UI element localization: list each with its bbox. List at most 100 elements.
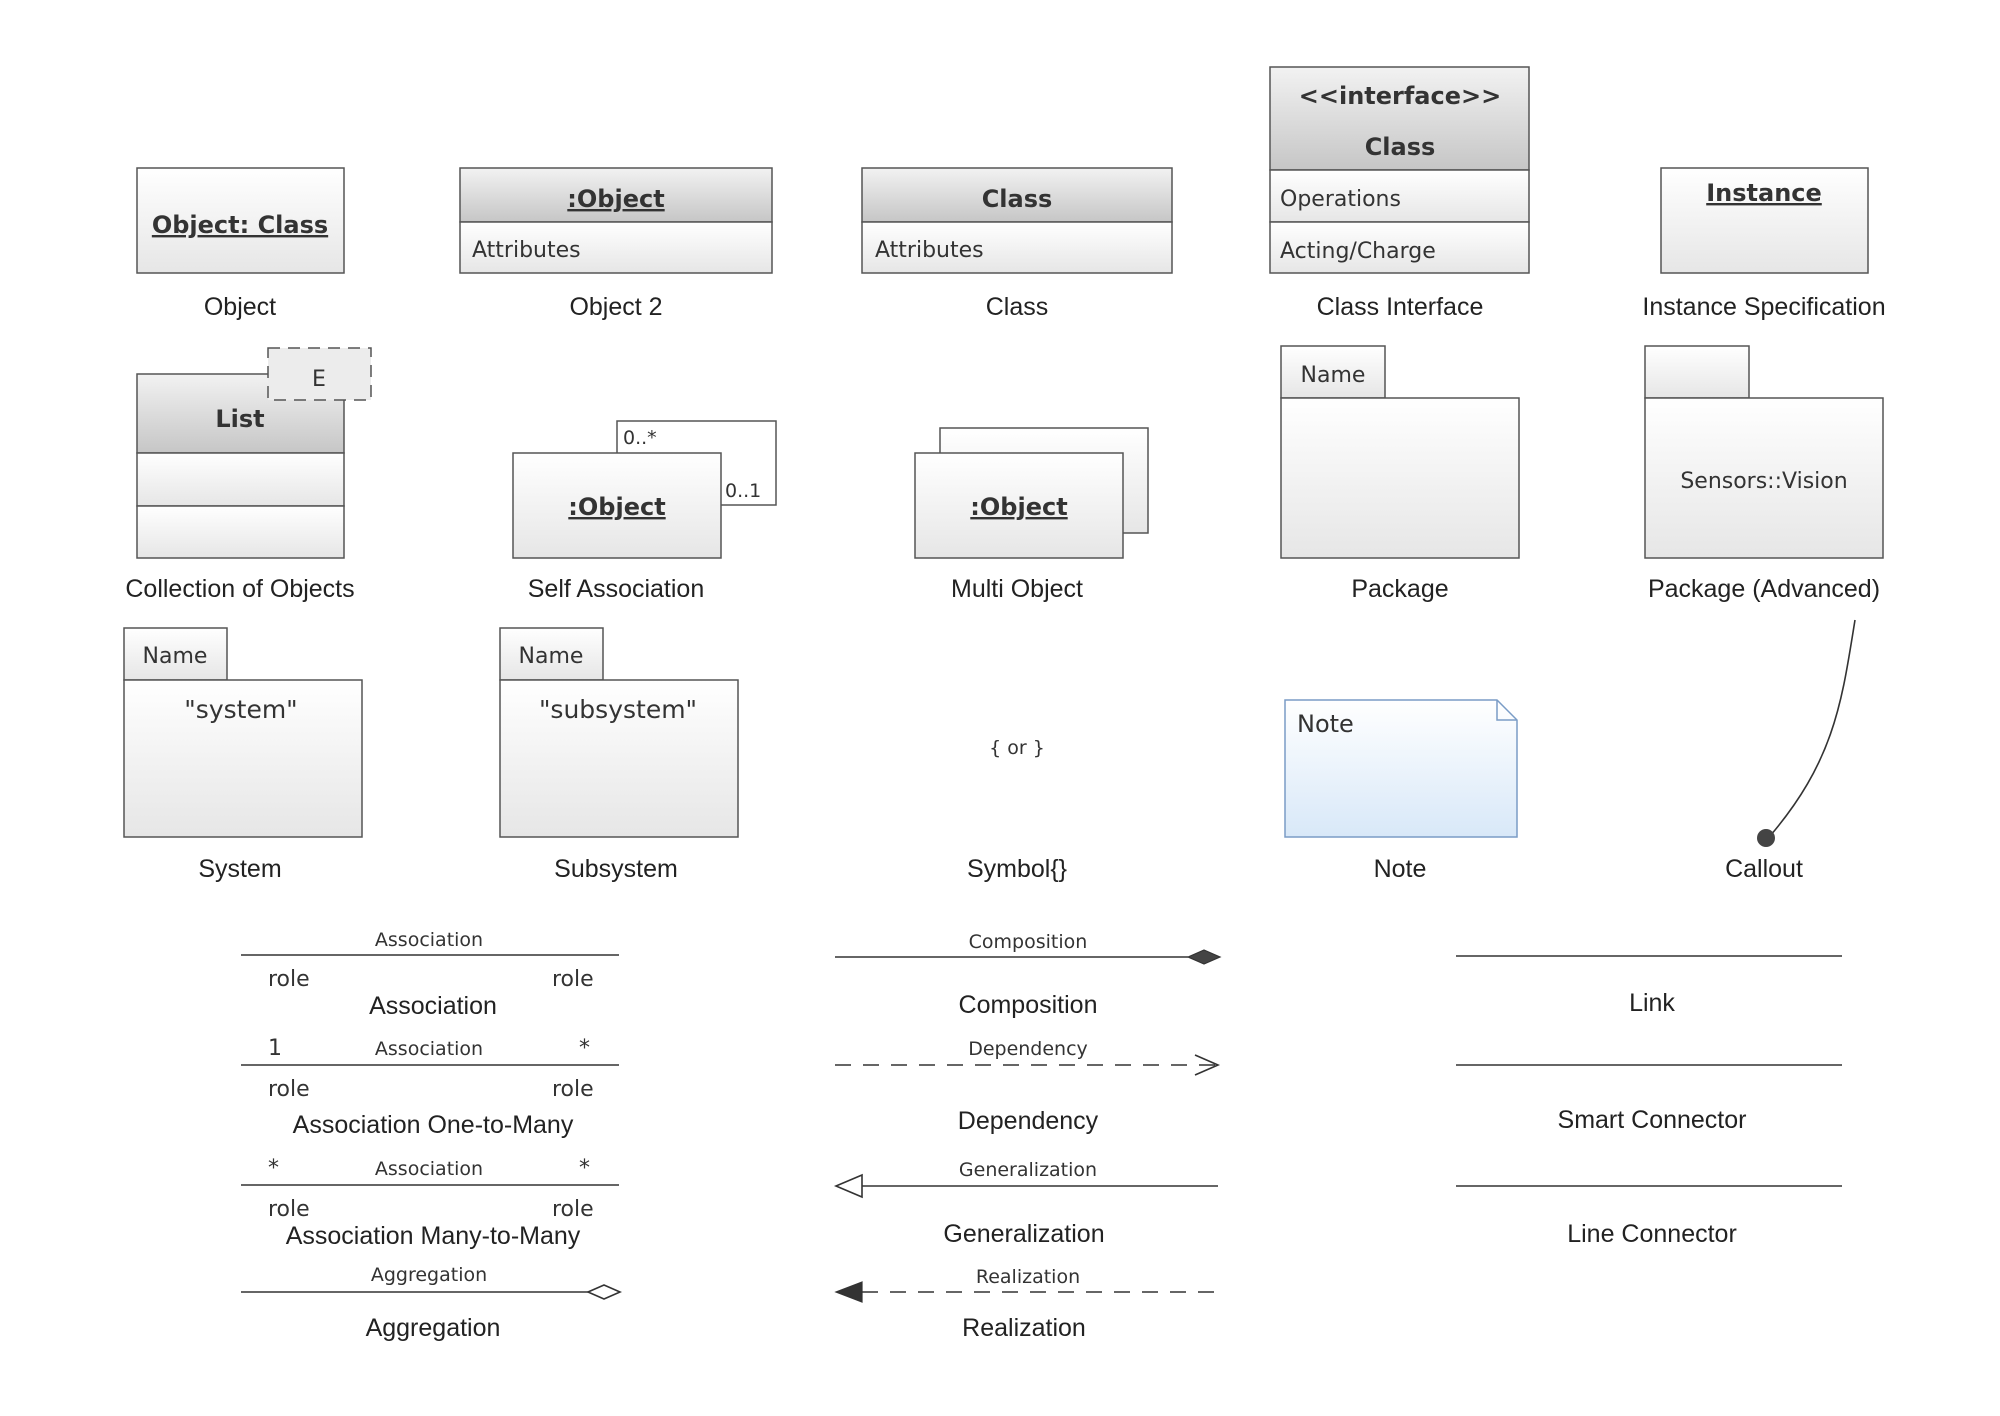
package-advanced-shape[interactable]: Sensors::Vision Package (Advanced) bbox=[1644, 345, 1884, 603]
object2-title: :Object bbox=[567, 185, 664, 213]
note-body: Note bbox=[1297, 710, 1354, 738]
one-to-many-mult-right: * bbox=[579, 1036, 590, 1061]
association-label: Association bbox=[375, 929, 483, 951]
one-to-many-mult-left: 1 bbox=[268, 1036, 282, 1061]
system-caption: System bbox=[198, 855, 281, 883]
aggregation-diamond-icon bbox=[586, 1284, 622, 1300]
aggregation-caption: Aggregation bbox=[366, 1314, 501, 1342]
collection-tag: E bbox=[312, 367, 326, 392]
class-interface-operations: Operations bbox=[1280, 187, 1401, 212]
line-connector-caption: Line Connector bbox=[1567, 1220, 1737, 1248]
self-association-mult-top: 0..* bbox=[623, 427, 657, 449]
package-advanced-body: Sensors::Vision bbox=[1680, 469, 1847, 494]
package-advanced-caption: Package (Advanced) bbox=[1648, 575, 1880, 603]
class-interface-caption: Class Interface bbox=[1317, 293, 1484, 321]
system-shape[interactable]: Name "system" System bbox=[123, 627, 363, 883]
association-role-left: role bbox=[268, 967, 310, 992]
package-caption: Package bbox=[1351, 575, 1448, 603]
aggregation-label: Aggregation bbox=[371, 1264, 487, 1286]
subsystem-shape[interactable]: Name "subsystem" Subsystem bbox=[499, 627, 739, 883]
many-to-many-role-left: role bbox=[268, 1197, 310, 1222]
realization-caption: Realization bbox=[962, 1314, 1086, 1342]
symbol-glyph: { or } bbox=[989, 737, 1045, 759]
association-many-to-many-connector[interactable]: * Association * role role Association Ma… bbox=[241, 1156, 619, 1250]
one-to-many-role-left: role bbox=[268, 1077, 310, 1102]
aggregation-connector[interactable]: Aggregation Aggregation bbox=[241, 1264, 622, 1342]
callout-shape[interactable]: Callout bbox=[1725, 619, 1856, 883]
object-caption: Object bbox=[204, 293, 276, 321]
package-tab: Name bbox=[1301, 363, 1366, 388]
generalization-triangle-icon bbox=[833, 1173, 863, 1199]
composition-label: Composition bbox=[969, 931, 1088, 953]
collection-title: List bbox=[215, 405, 264, 433]
composition-caption: Composition bbox=[959, 991, 1098, 1019]
line-connector[interactable]: Line Connector bbox=[1456, 1185, 1842, 1248]
note-shape[interactable]: Note Note bbox=[1284, 699, 1518, 883]
collection-shape[interactable]: E List Collection of Objects bbox=[125, 347, 372, 603]
callout-caption: Callout bbox=[1725, 855, 1803, 883]
class-caption: Class bbox=[986, 293, 1049, 321]
self-association-mult-right: 0..1 bbox=[725, 480, 761, 502]
realization-label: Realization bbox=[976, 1266, 1080, 1288]
realization-connector[interactable]: Realization Realization bbox=[834, 1266, 1218, 1342]
multi-object-title: :Object bbox=[970, 493, 1067, 521]
object-title: Object: Class bbox=[152, 211, 328, 239]
smart-connector[interactable]: Smart Connector bbox=[1456, 1064, 1842, 1134]
instance-shape[interactable]: Instance Instance Specification bbox=[1642, 167, 1886, 321]
association-one-to-many-connector[interactable]: 1 Association * role role Association On… bbox=[241, 1036, 619, 1139]
one-to-many-role-right: role bbox=[552, 1077, 594, 1102]
class-interface-stereotype: <<interface>> bbox=[1299, 82, 1501, 110]
many-to-many-mult-left: * bbox=[268, 1156, 279, 1181]
object2-caption: Object 2 bbox=[569, 293, 662, 321]
class-attributes: Attributes bbox=[875, 238, 984, 263]
object2-attributes: Attributes bbox=[472, 238, 581, 263]
one-to-many-label: Association bbox=[375, 1038, 483, 1060]
system-body: "system" bbox=[184, 695, 297, 724]
one-to-many-caption: Association One-to-Many bbox=[293, 1111, 574, 1139]
generalization-connector[interactable]: Generalization Generalization bbox=[833, 1159, 1218, 1248]
dependency-arrow-icon bbox=[1194, 1054, 1221, 1076]
class-shape[interactable]: Class Attributes Class bbox=[861, 167, 1173, 321]
instance-title: Instance bbox=[1706, 179, 1822, 207]
multi-object-caption: Multi Object bbox=[951, 575, 1083, 603]
system-tab: Name bbox=[143, 644, 208, 669]
package-shape[interactable]: Name Package bbox=[1280, 345, 1520, 603]
subsystem-tab: Name bbox=[519, 644, 584, 669]
class-interface-shape[interactable]: <<interface>> Class Operations Acting/Ch… bbox=[1269, 66, 1530, 321]
link-connector[interactable]: Link bbox=[1456, 955, 1842, 1017]
composition-connector[interactable]: Composition Composition bbox=[835, 931, 1222, 1019]
symbol-caption: Symbol{} bbox=[967, 855, 1067, 883]
generalization-label: Generalization bbox=[959, 1159, 1097, 1181]
dependency-caption: Dependency bbox=[958, 1107, 1099, 1135]
multi-object-shape[interactable]: :Object Multi Object bbox=[914, 427, 1149, 603]
collection-template-tag bbox=[267, 347, 372, 401]
self-association-caption: Self Association bbox=[528, 575, 705, 603]
many-to-many-caption: Association Many-to-Many bbox=[286, 1222, 581, 1250]
class-interface-title: Class bbox=[1365, 133, 1436, 161]
smart-connector-caption: Smart Connector bbox=[1558, 1106, 1747, 1134]
many-to-many-mult-right: * bbox=[579, 1156, 590, 1181]
realization-triangle-icon bbox=[834, 1281, 863, 1303]
dependency-label: Dependency bbox=[968, 1038, 1088, 1060]
class-title: Class bbox=[982, 185, 1053, 213]
class-interface-acting: Acting/Charge bbox=[1280, 239, 1436, 264]
many-to-many-role-right: role bbox=[552, 1197, 594, 1222]
link-caption: Link bbox=[1629, 989, 1675, 1017]
object-shape[interactable]: Object: Class Object bbox=[136, 167, 345, 321]
association-caption: Association bbox=[369, 992, 497, 1020]
note-fold bbox=[1496, 700, 1517, 721]
association-connector[interactable]: Association role role Association bbox=[241, 929, 619, 1020]
dependency-connector[interactable]: Dependency Dependency bbox=[835, 1038, 1221, 1135]
subsystem-body: "subsystem" bbox=[539, 695, 697, 724]
collection-caption: Collection of Objects bbox=[125, 575, 354, 603]
note-caption: Note bbox=[1374, 855, 1427, 883]
symbol-shape[interactable]: { or } Symbol{} bbox=[967, 737, 1067, 883]
composition-diamond-icon bbox=[1186, 949, 1222, 965]
self-association-shape[interactable]: 0..* 0..1 :Object Self Association bbox=[512, 420, 777, 603]
subsystem-caption: Subsystem bbox=[554, 855, 678, 883]
callout-anchor-dot bbox=[1757, 829, 1775, 847]
association-role-right: role bbox=[552, 967, 594, 992]
many-to-many-label: Association bbox=[375, 1158, 483, 1180]
object2-shape[interactable]: :Object Attributes Object 2 bbox=[459, 167, 773, 321]
